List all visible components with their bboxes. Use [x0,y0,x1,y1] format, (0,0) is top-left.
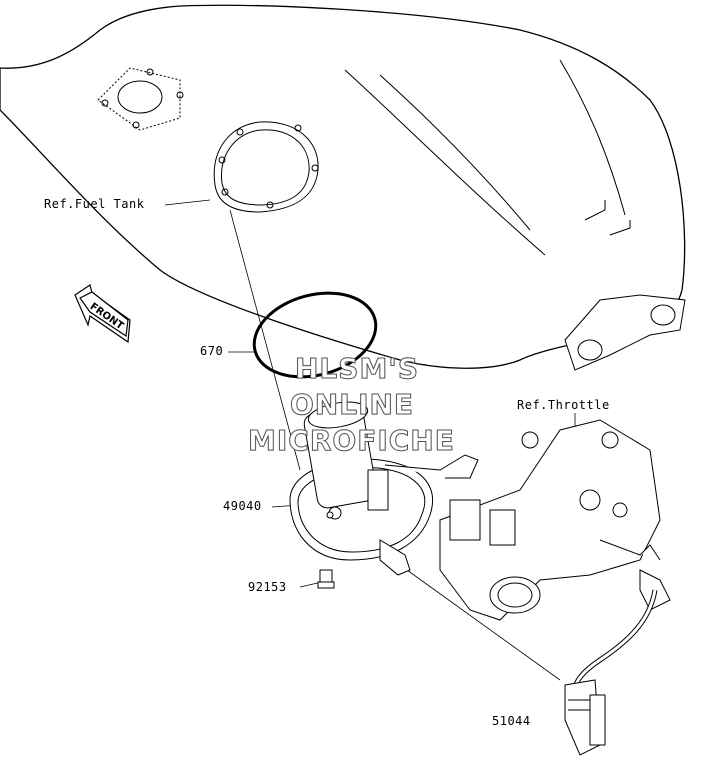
label-part-670: 670 [200,344,224,358]
label-fuel-tank: Ref.Fuel Tank [44,197,145,211]
watermark-line-1: HLSM'S [294,352,420,386]
front-arrow: FRONT [74,284,131,344]
fuel-pump [289,401,479,576]
label-throttle: Ref.Throttle [517,398,610,412]
label-part-51044: 51044 [492,714,531,728]
o-ring-670 [252,291,378,379]
throttle-body [439,419,671,621]
watermark-line-2: ONLINE [289,388,415,422]
bolt-92153 [317,569,335,589]
watermark-line-3: MICROFICHE [248,424,455,458]
label-part-92153: 92153 [248,580,287,594]
label-part-49040: 49040 [223,499,262,513]
fuel-tank [0,4,686,371]
fuel-hose [564,589,658,756]
